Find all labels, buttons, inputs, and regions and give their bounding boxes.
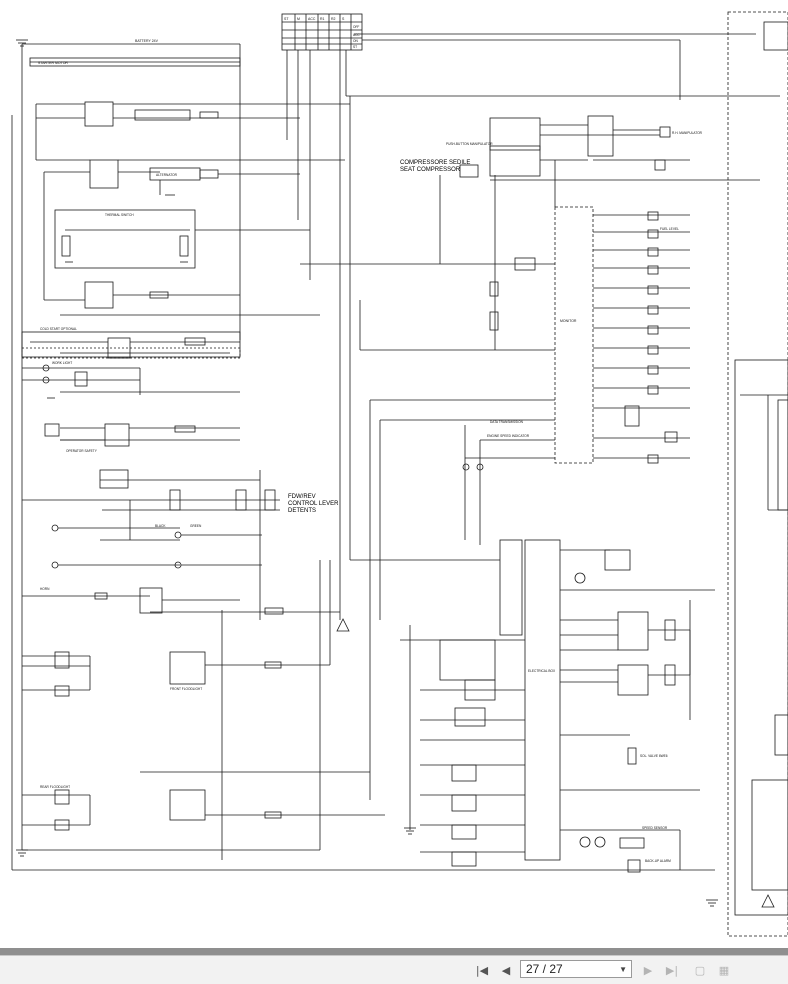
label-control-lever: CONTROL LEVER [288, 501, 339, 507]
label-push-button: PUSH-BUTTON MANIPULATOR [446, 142, 493, 146]
document-viewer[interactable]: COMPRESSORE SEDILE SEAT COMPRESSOR FDW/R… [0, 0, 788, 950]
label-alternator: ALTERNATOR [156, 173, 178, 177]
key-switch-code: R1 [320, 17, 325, 21]
key-switch-position: ST [353, 45, 357, 49]
label-horn: HORN [40, 587, 50, 591]
label-black: BLACK [155, 524, 166, 528]
label-sol-valve: SOL. VALVE 6WE6 [640, 754, 668, 758]
label-compressor2: SEAT COMPRESSOR [400, 167, 461, 173]
next-page-icon[interactable]: ▶ [643, 963, 653, 977]
key-switch-code: ST [284, 17, 289, 21]
key-switch-position: OFF [353, 25, 359, 29]
last-page-icon[interactable]: ▶| [665, 963, 679, 977]
label-front-flood: FRONT FLOODLIGHT [170, 687, 202, 691]
page-number-select[interactable]: 27 / 27 ▼ [520, 960, 632, 978]
label-monitor: MONITOR [560, 319, 577, 323]
wiring-schematic: COMPRESSORE SEDILE SEAT COMPRESSOR FDW/R… [11, 11, 788, 937]
label-battery: BATTERY 24V [135, 39, 159, 43]
chevron-down-icon: ▼ [619, 965, 627, 974]
label-detents: DETENTS [288, 508, 316, 514]
key-switch-code: S [342, 17, 345, 21]
label-cold-start: COLD START OPTIONAL [40, 327, 77, 331]
label-fwd-rev: FDW/REV [288, 494, 316, 500]
label-rear-flood: REAR FLOODLIGHT [40, 785, 70, 789]
single-page-view-icon[interactable]: ▢ [694, 963, 706, 977]
key-switch-code: R2 [331, 17, 336, 21]
previous-page-icon[interactable]: ◀ [501, 963, 511, 977]
two-page-view-icon[interactable]: ▦ [718, 963, 730, 977]
label-back-up-alarm: BACK-UP ALARM [645, 859, 671, 863]
label-work-light: WORK LIGHT [52, 361, 72, 365]
key-switch-code: M [297, 17, 300, 21]
label-compressor: COMPRESSORE SEDILE [400, 160, 470, 166]
label-electrical-box: ELECTRICAL BOX [528, 669, 556, 673]
page-indicator: 27 / 27 [526, 962, 563, 976]
first-page-icon[interactable]: |◀ [475, 963, 489, 977]
label-rh-manip: R.H. MANIPULATOR [672, 131, 703, 135]
label-green: GREEN [190, 524, 202, 528]
label-starter: STARTER MOTOR [38, 61, 68, 65]
schematic-page: COMPRESSORE SEDILE SEAT COMPRESSOR FDW/R… [0, 0, 788, 948]
label-engine-speed: ENGINE SPEED INDICATOR [487, 434, 530, 438]
key-switch-position: ACC [353, 33, 360, 37]
key-switch-code: ACC [308, 17, 316, 21]
key-switch-position: ON [353, 39, 358, 43]
label-speed-sensor: SPEED SENSOR [642, 826, 668, 830]
viewer-toolbar: |◀ ◀ 27 / 27 ▼ ▶ ▶| ▢ ▦ [0, 955, 788, 984]
label-data-transmission: DATA TRANSMISSION [490, 420, 524, 424]
label-thermal: THERMAL SWITCH [105, 213, 134, 217]
label-fuel-level: FUEL LEVEL [660, 227, 679, 231]
label-operator-safety: OPERATOR SAFETY [66, 449, 98, 453]
